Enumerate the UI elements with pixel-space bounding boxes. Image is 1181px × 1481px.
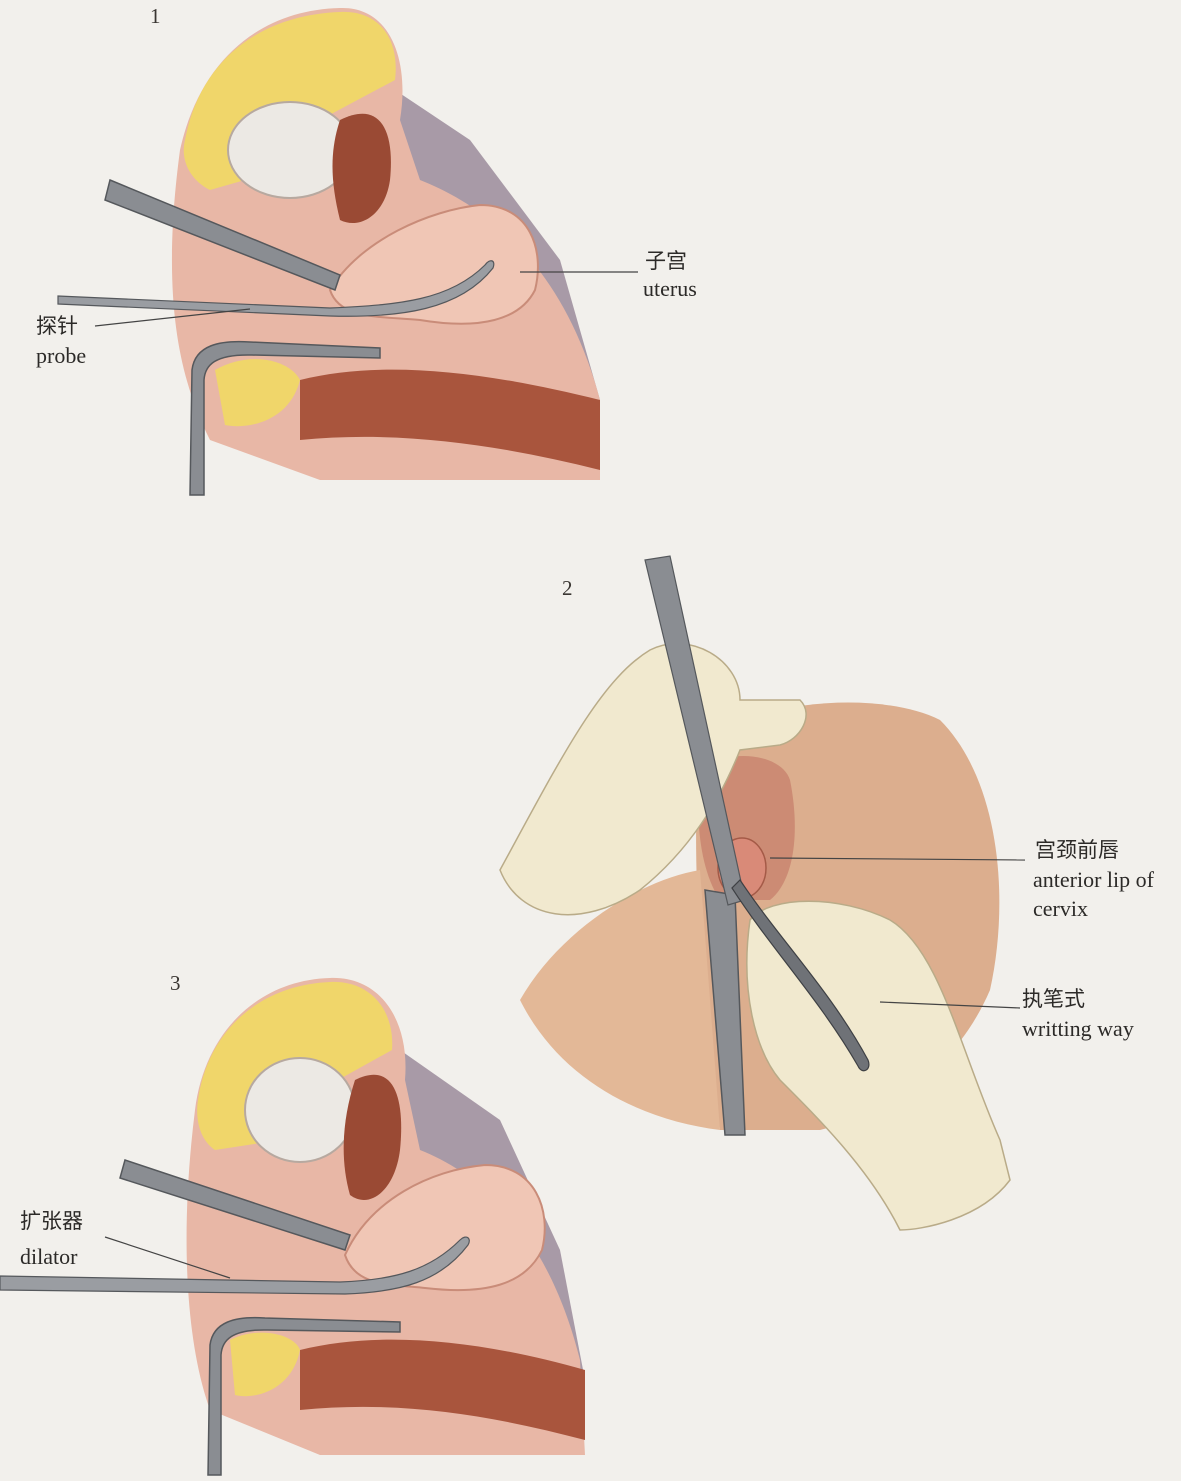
fig3-rectum-lower [300, 1339, 585, 1440]
fig2-probe [731, 879, 870, 1072]
fig3-dilator-leader [104, 1236, 231, 1279]
dilator-label-en: dilator [20, 1244, 78, 1269]
fig3-dilator-instrument [0, 1236, 470, 1295]
fig1-probe-leader [94, 308, 251, 327]
dilator-label-zh: 扩张器 [20, 1209, 83, 1233]
fig1-uterus [328, 203, 539, 325]
cervix-label-en-line1: anterior lip of [1033, 867, 1154, 892]
grip-label-zh: 执笔式 [1022, 987, 1085, 1011]
fig3-perineum-fat [230, 1332, 300, 1397]
uterus-label-zh: 子宫 [645, 249, 687, 273]
fig3-speculum-upper [119, 1159, 351, 1251]
fig1-probe-instrument [57, 260, 495, 317]
probe-label-zh: 探针 [36, 314, 78, 338]
grip-label-en: writting way [1022, 1016, 1134, 1041]
cervix-label-en-line2: cervix [1033, 896, 1088, 921]
fig2-skin-buttock-left [520, 870, 720, 1130]
cervix-label-zh: 宫颈前唇 [1035, 838, 1119, 862]
figure-3-sagittal-dilator [0, 977, 585, 1476]
fig3-bladder [244, 1057, 356, 1163]
fig1-rectum-upper [332, 113, 391, 224]
figure-1-sagittal-probe [57, 7, 638, 496]
fig2-grip-leader [879, 1001, 1021, 1009]
fig2-glove-upper [499, 643, 807, 916]
fig1-speculum-upper [104, 178, 341, 291]
figure-2-number: 2 [562, 576, 573, 600]
fig1-speculum-lower [189, 340, 381, 496]
figure-2-writing-grip [499, 555, 1026, 1231]
fig3-speculum-lower [207, 1316, 401, 1476]
figure-1-number: 1 [150, 4, 161, 28]
fig3-rectum-upper [343, 1074, 402, 1200]
fig1-perineum-fat [215, 359, 300, 427]
uterus-label-en: uterus [643, 276, 697, 301]
probe-label-en: probe [36, 343, 87, 368]
fig1-rectum-lower [300, 369, 600, 470]
fig2-cervix-leader [769, 857, 1026, 861]
figure-3-number: 3 [170, 971, 181, 995]
